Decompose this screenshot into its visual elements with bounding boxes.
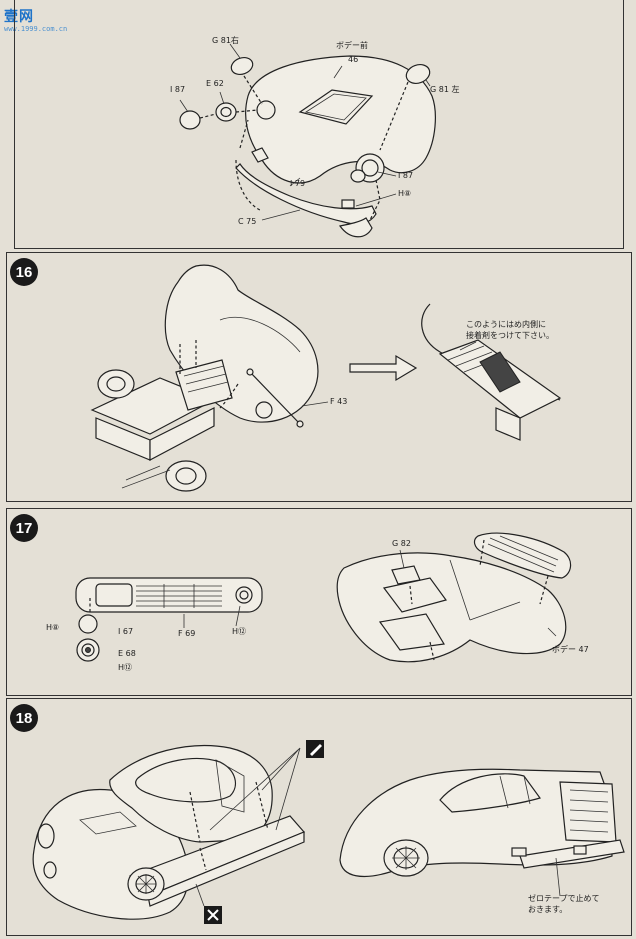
label-body-front: ボデー前 <box>336 41 368 50</box>
step-18-note: ゼロテープで止めて おきます。 <box>528 894 600 914</box>
watermark-text: 壹网 <box>4 9 34 25</box>
watermark-url: www.1999.com.cn <box>4 25 68 33</box>
label-g81-right: G 81右 <box>212 36 239 45</box>
watermark-logo: 壹网 www.1999.com.cn <box>4 6 74 36</box>
label-f69: F 69 <box>178 629 196 638</box>
step-18-panel <box>6 698 632 936</box>
step-16-panel <box>6 252 632 502</box>
step-18-badge: 18 <box>10 704 38 732</box>
label-h12-b: H⑫ <box>118 663 133 672</box>
label-c75: C 75 <box>238 217 257 226</box>
label-e68: E 68 <box>118 649 136 658</box>
label-body47: ボデー 47 <box>552 645 589 654</box>
label-i67: I 67 <box>118 627 134 636</box>
label-f43: F 43 <box>330 397 348 406</box>
label-i79: I 79 <box>290 179 306 188</box>
step-16-note: このようにはめ内側に 接着剤をつけて下さい。 <box>466 320 554 340</box>
step-17-panel <box>6 508 632 696</box>
label-g81-left: G 81 左 <box>430 85 460 94</box>
step-17-badge: 17 <box>10 514 38 542</box>
label-g82: G 82 <box>392 539 411 548</box>
label-i87-b: I 87 <box>398 171 414 180</box>
step-16-badge: 16 <box>10 258 38 286</box>
label-h8-17: H⑧ <box>46 623 60 632</box>
label-i87-a: I 87 <box>170 85 186 94</box>
label-body-front-num: 46 <box>348 55 359 64</box>
label-e62: E 62 <box>206 79 224 88</box>
step-15-illustration <box>179 43 436 238</box>
label-h12-a: H⑫ <box>232 627 247 636</box>
label-h8: H⑧ <box>398 189 412 198</box>
step-15-panel <box>14 0 624 249</box>
